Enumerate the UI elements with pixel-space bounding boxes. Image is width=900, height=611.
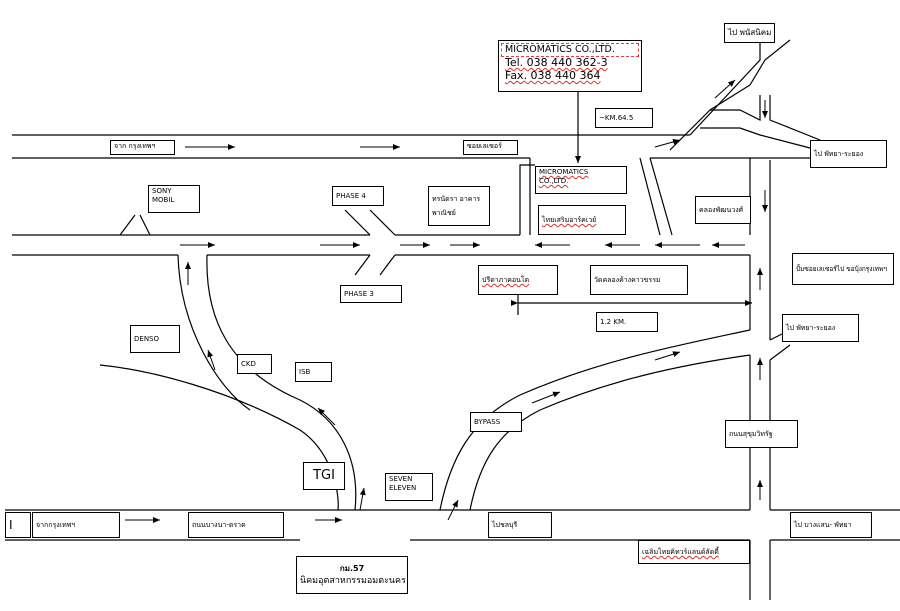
label-amata: นิคมอุตสาหกรรมอมตะนคร: [300, 576, 406, 586]
label-phase4: PHASE 4: [332, 186, 384, 206]
label-to-pattaya-mid: ไป พัทยา-ระยอง: [782, 314, 859, 342]
label-amata-estate: กม.57 นิคมอุตสาหกรรมอมตะนคร: [296, 556, 408, 594]
label-piyathon: ปรีดาภาคอนโด: [478, 265, 558, 295]
label-ckd: CKD: [237, 354, 272, 374]
label-to-phanat: ไป พนัสนิคม: [724, 23, 776, 43]
label-bypass: BYPASS: [470, 412, 522, 432]
label-to-pattaya-top: ไป พัทยา-ระยอง: [810, 140, 887, 168]
label-km645: ~KM.64.5: [595, 108, 653, 128]
label-soi-laser: ซอยเลเซอร์: [463, 140, 518, 155]
label-to-km-circle: ปั้มซอยเลเซอร์ไป ขอบุ้งกรุงเทพฯ: [792, 253, 894, 285]
label-to-chonburi: ไปชลบุรี: [488, 512, 552, 538]
label-bangna-road: ถนนบางนา-ตราด: [188, 512, 284, 538]
company-fax: Fax. 038 440 364: [505, 69, 601, 82]
label-from-bkk-top: จาก กรุงเทพฯ: [110, 140, 175, 155]
label-sukhumvit: ถนนสุขุมวิทรัฐ: [725, 420, 798, 448]
road-lines: [5, 39, 900, 600]
company-name: MICROMATICS CO.,LTD.: [505, 44, 615, 55]
label-phase3: PHASE 3: [340, 285, 402, 303]
label-to-bangsaen: ไป บางแสน- พัทยา: [790, 512, 872, 538]
label-isb: ISB: [295, 362, 332, 382]
label-wat: วัดคลองค้างคาวขรรม: [590, 265, 688, 295]
direction-arrows: [125, 79, 768, 523]
label-kasetphan: คลองพัฒนวงศ์: [695, 196, 751, 224]
label-denso: DENSO: [130, 325, 180, 353]
label-sony-mobil: SONY MOBIL: [148, 185, 200, 213]
label-thai-building: ทรนัตรา อาคาร พาณิชย์: [428, 186, 490, 226]
label-bottom-i: I: [5, 512, 31, 538]
label-chalerm: เฉลิมไทยคิทวร์แลนด์ลัดดี้: [638, 540, 750, 564]
label-from-bkk-bottom: จากกรุงเทพฯ: [32, 512, 120, 538]
label-tgi: TGI: [303, 462, 345, 490]
label-micromatics-location: MICROMATICS CO.,LTD.: [535, 166, 627, 194]
company-info-box: MICROMATICS CO.,LTD. Tel. 038 440 362-3 …: [498, 40, 642, 92]
label-distance: 1.2 KM.: [596, 312, 658, 332]
label-seven-eleven: SEVEN ELEVEN: [385, 473, 433, 501]
company-tel: Tel. 038 440 362-3: [505, 56, 608, 69]
label-km57: กม.57: [339, 564, 365, 573]
label-thai-sermarakorn: ไทยเสริมอาร์คเวย์: [538, 205, 626, 235]
